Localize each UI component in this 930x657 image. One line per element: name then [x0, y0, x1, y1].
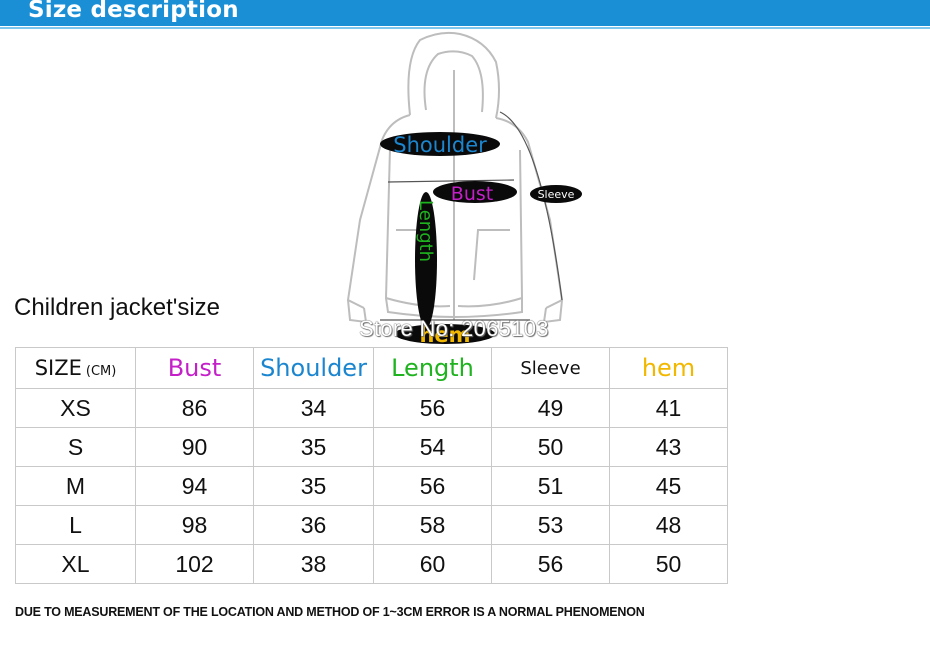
cell-hem: 41	[609, 388, 728, 428]
cell-length: 56	[373, 466, 492, 506]
shoulder-pill	[380, 132, 500, 156]
hem-pill	[395, 324, 495, 344]
col-header-sleeve: Sleeve	[491, 347, 610, 389]
jacket-pocket-right	[473, 229, 510, 281]
table-row: XS 86 34 56 49 41	[15, 388, 728, 428]
cell-bust: 86	[135, 388, 254, 428]
measurement-disclaimer: DUE TO MEASUREMENT OF THE LOCATION AND M…	[15, 605, 645, 619]
length-label: Length	[415, 200, 436, 262]
size-header-text: SIZE	[34, 356, 82, 380]
cell-size: L	[15, 505, 136, 545]
cell-sleeve: 49	[491, 388, 610, 428]
cell-hem: 43	[609, 427, 728, 467]
table-header-row: SIZE(CM) Bust Shoulder Length Sleeve hem	[15, 347, 728, 389]
header-underline	[0, 27, 930, 29]
length-pill	[415, 192, 437, 328]
size-table: SIZE(CM) Bust Shoulder Length Sleeve hem…	[15, 347, 728, 584]
cell-shoulder: 38	[253, 544, 374, 584]
cell-shoulder: 36	[253, 505, 374, 545]
jacket-body-right	[495, 117, 564, 309]
cell-bust: 90	[135, 427, 254, 467]
cell-length: 60	[373, 544, 492, 584]
col-header-length: Length	[373, 347, 492, 389]
cell-length: 58	[373, 505, 492, 545]
cell-shoulder: 34	[253, 388, 374, 428]
cell-sleeve: 56	[491, 544, 610, 584]
shoulder-label: Shoulder	[393, 133, 487, 157]
header-bar: Size description	[0, 0, 930, 26]
table-row: M 94 35 56 51 45	[15, 466, 728, 506]
cell-size: S	[15, 427, 136, 467]
col-header-size: SIZE(CM)	[15, 347, 136, 389]
jacket-diagram: Shoulder Bust Sleeve Length hem	[346, 31, 582, 347]
store-watermark: Store No: 2065103	[359, 316, 549, 341]
cell-size: M	[15, 466, 136, 506]
cell-length: 56	[373, 388, 492, 428]
bust-measure-line	[387, 179, 515, 183]
jacket-hem-band	[385, 297, 523, 318]
col-header-hem: hem	[609, 347, 728, 389]
hem-label: hem	[419, 323, 470, 347]
table-row: XL 102 38 60 56 50	[15, 544, 728, 584]
sleeve-label: Sleeve	[538, 188, 575, 201]
page-title: Size description	[28, 0, 239, 23]
cell-bust: 98	[135, 505, 254, 545]
cell-size: XL	[15, 544, 136, 584]
bust-pill	[433, 181, 517, 203]
jacket-cuff-right	[542, 299, 563, 324]
cell-hem: 48	[609, 505, 728, 545]
col-header-shoulder: Shoulder	[253, 347, 374, 389]
table-row: S 90 35 54 50 43	[15, 427, 728, 467]
cell-hem: 45	[609, 466, 728, 506]
jacket-hood	[407, 31, 500, 119]
col-header-bust: Bust	[135, 347, 254, 389]
cell-hem: 50	[609, 544, 728, 584]
table-row: L 98 36 58 53 48	[15, 505, 728, 545]
cell-bust: 102	[135, 544, 254, 584]
jacket-size-caption: Children jacket'size	[14, 294, 221, 321]
jacket-body-left	[346, 114, 411, 309]
unit-header-text: (CM)	[85, 364, 117, 379]
sleeve-pill	[530, 185, 582, 203]
cell-sleeve: 51	[491, 466, 610, 506]
cell-shoulder: 35	[253, 466, 374, 506]
jacket-cuff-left	[347, 299, 368, 324]
cell-size: XS	[15, 388, 136, 428]
cell-shoulder: 35	[253, 427, 374, 467]
bust-label: Bust	[451, 183, 493, 205]
cell-sleeve: 53	[491, 505, 610, 545]
sleeve-measure-arc	[499, 111, 563, 301]
cell-length: 54	[373, 427, 492, 467]
cell-sleeve: 50	[491, 427, 610, 467]
hood-inner	[423, 50, 484, 113]
jacket-torso-right	[457, 149, 524, 308]
cell-bust: 94	[135, 466, 254, 506]
